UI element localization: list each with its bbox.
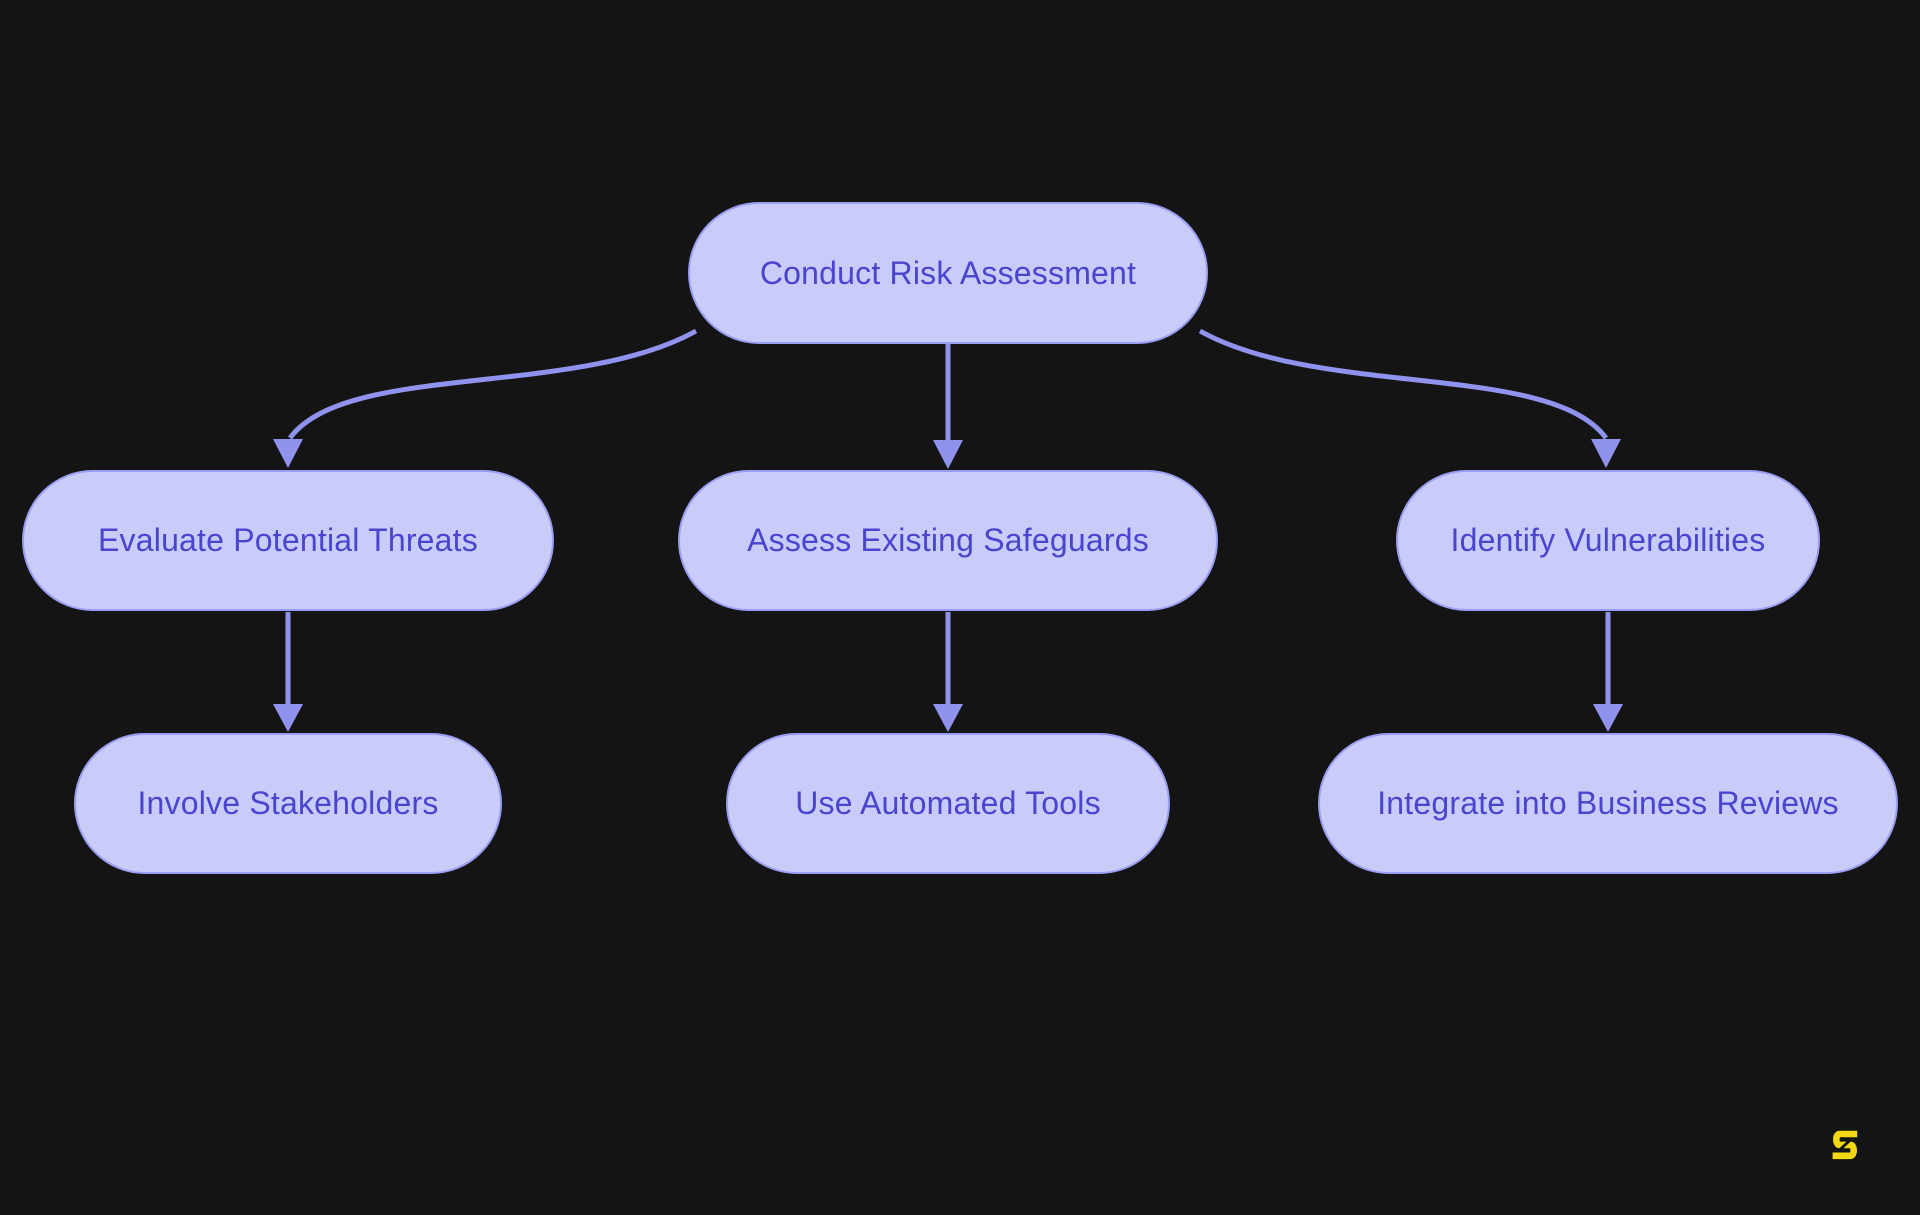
edge-root-threats — [287, 328, 698, 440]
node-use-automated-tools: Use Automated Tools — [726, 733, 1170, 874]
node-evaluate-potential-threats: Evaluate Potential Threats — [22, 470, 554, 611]
node-label: Assess Existing Safeguards — [747, 522, 1149, 558]
arrowhead-safeguards — [933, 440, 963, 469]
arrowhead-vulnerabilities — [1591, 439, 1621, 468]
node-label: Integrate into Business Reviews — [1377, 785, 1839, 821]
arrowhead-threats — [273, 439, 303, 468]
node-identify-vulnerabilities: Identify Vulnerabilities — [1396, 470, 1820, 611]
node-conduct-risk-assessment: Conduct Risk Assessment — [688, 202, 1208, 344]
node-label: Identify Vulnerabilities — [1450, 522, 1766, 558]
arrowhead-reviews — [1593, 704, 1623, 732]
node-label: Use Automated Tools — [795, 785, 1101, 821]
node-label: Involve Stakeholders — [137, 785, 439, 821]
arrowhead-stakeholders — [273, 704, 303, 732]
node-label: Conduct Risk Assessment — [759, 254, 1137, 291]
arrowhead-tools — [933, 704, 963, 732]
node-assess-existing-safeguards: Assess Existing Safeguards — [678, 470, 1218, 611]
node-label: Evaluate Potential Threats — [98, 522, 478, 558]
node-involve-stakeholders: Involve Stakeholders — [74, 733, 502, 874]
s-logo-watermark — [1830, 1130, 1860, 1161]
edge-root-vulnerabilities — [1198, 328, 1609, 440]
node-integrate-into-business-reviews: Integrate into Business Reviews — [1318, 733, 1898, 874]
s-logo-icon — [1832, 1130, 1858, 1160]
